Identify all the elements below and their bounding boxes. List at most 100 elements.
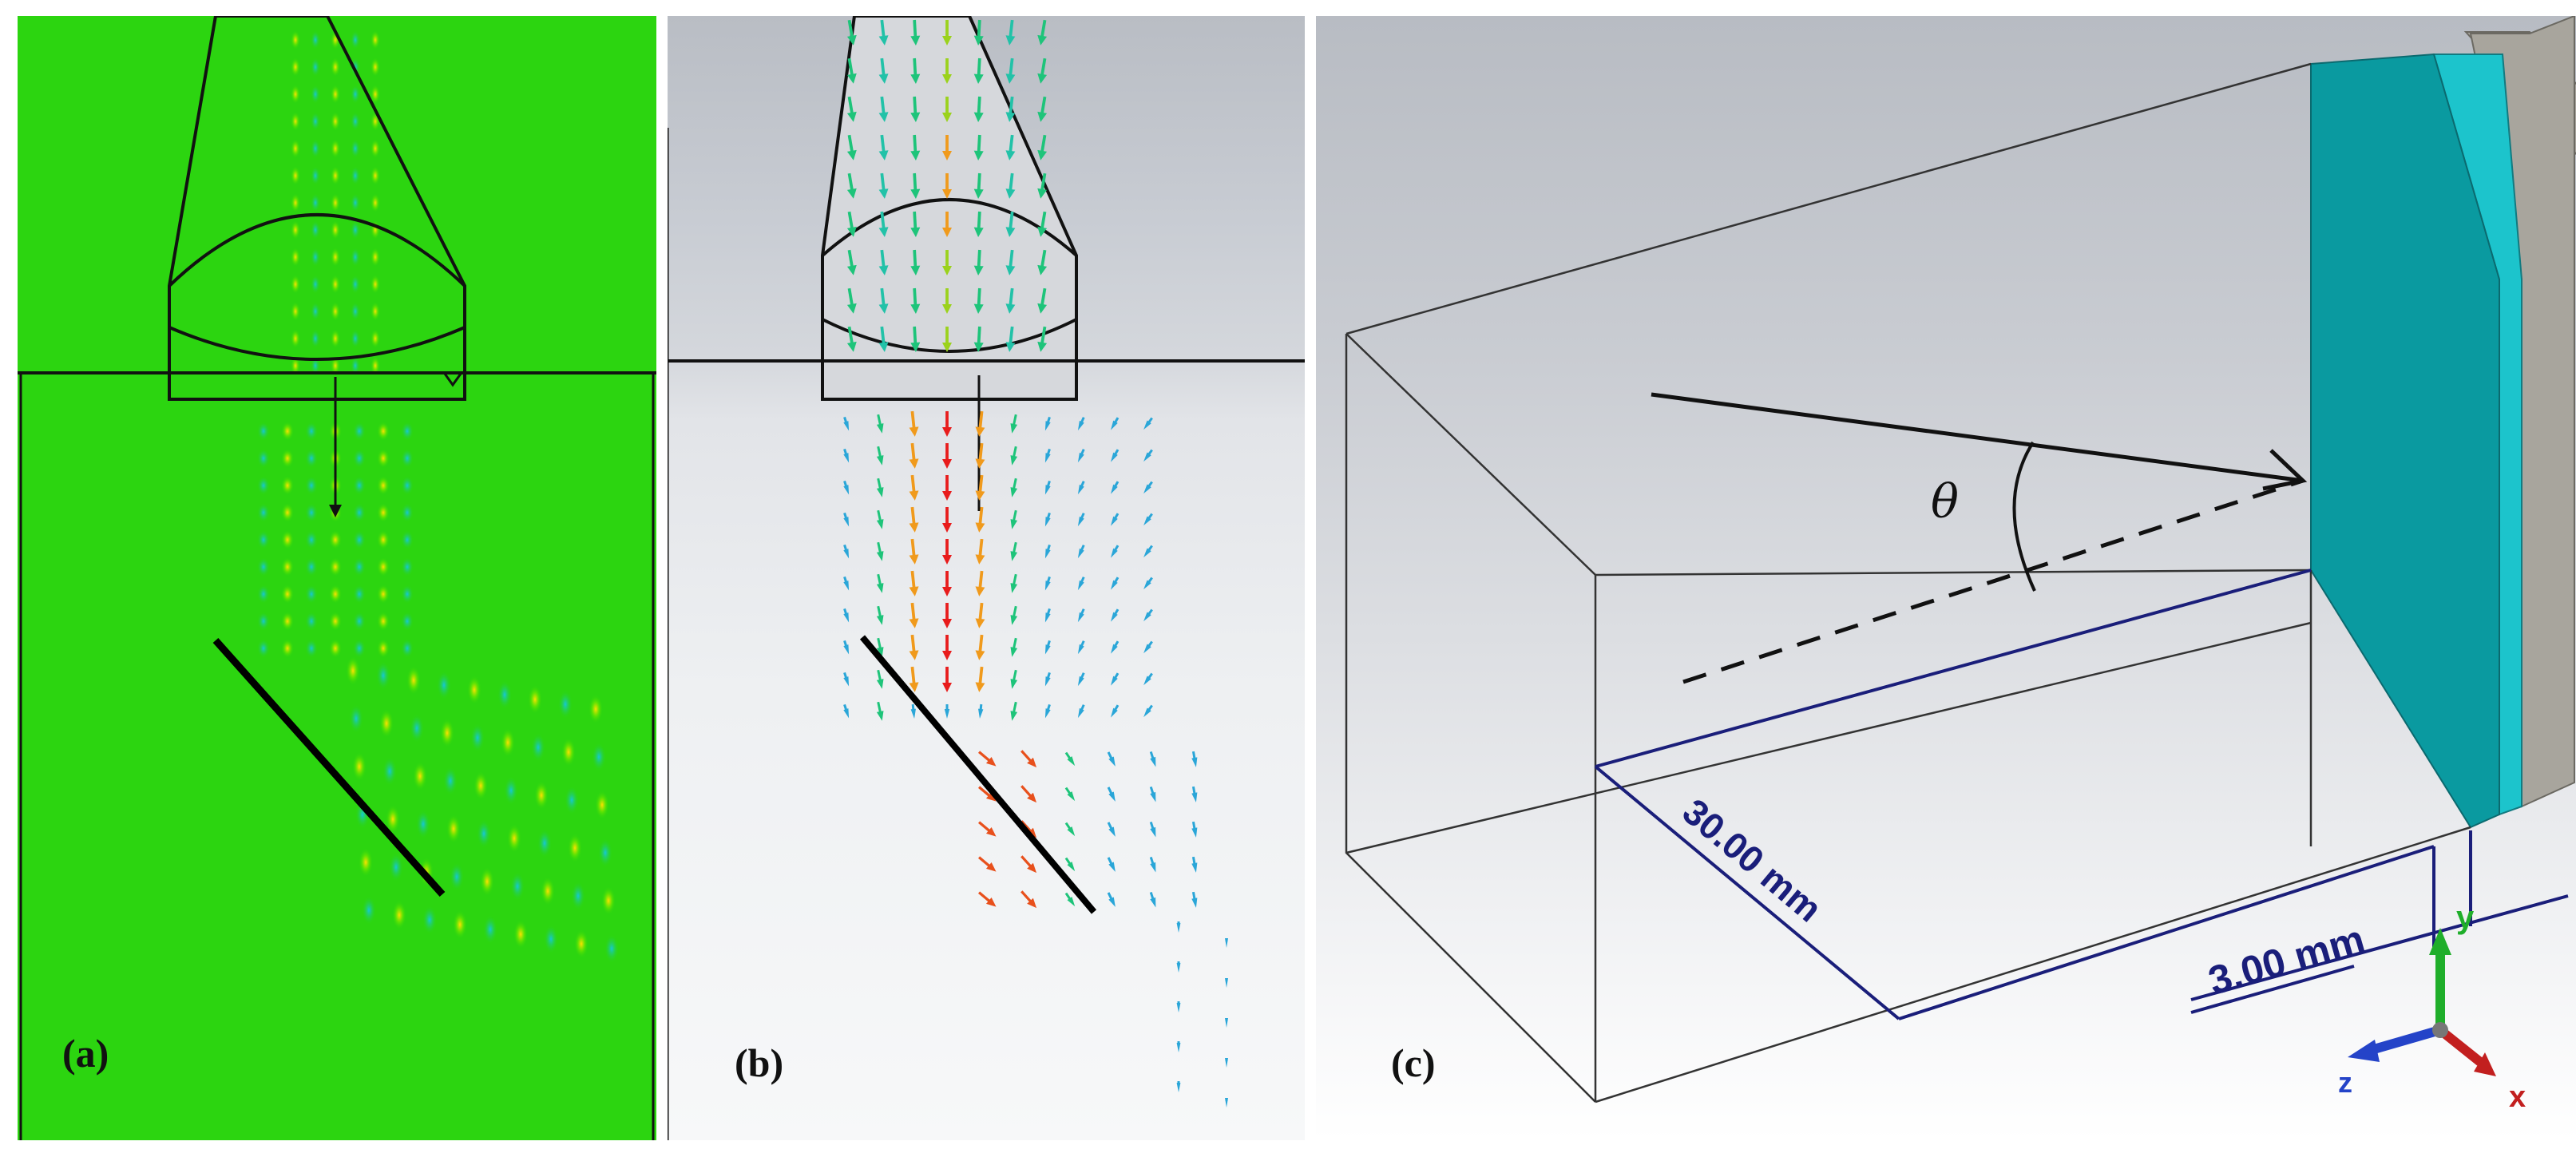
vector-arrow [1044,608,1051,623]
vector-arrow [1111,545,1120,558]
vector-arrow [1077,577,1085,591]
vector-arrow [1077,608,1085,623]
vector-arrow [1111,449,1120,462]
field-ripple [353,449,366,468]
field-ripple [353,557,366,577]
field-ripple [291,112,300,131]
vector-arrow [876,573,884,593]
simulation-box-wireframe [1345,62,2471,1104]
vector-arrow [942,667,952,692]
panel-c-svg: θ 30.00 mm 3.00 mm y z x [1345,16,2576,1114]
vector-arrow [1044,448,1051,463]
vector-arrow [1143,545,1153,558]
vector-arrow [1077,640,1085,655]
vector-arrow [1111,513,1120,526]
vector-arrow [1107,822,1116,837]
field-ripple [311,112,320,131]
vector-arrow [843,640,850,655]
panel-c-geometry: θ 30.00 mm 3.00 mm y z x (c) [1316,16,2576,1140]
vector-arrow [942,58,952,84]
vector-arrow [1005,19,1016,46]
vector-arrow [975,634,985,660]
vector-arrow [1077,704,1085,719]
vector-arrow [1037,249,1048,275]
panel-b-vector-plot: (b) [668,16,1305,1140]
vector-arrow [942,250,952,275]
field-ripple [379,709,394,738]
field-ripple [331,57,340,77]
vector-arrow [1010,477,1018,497]
vector-arrow [1176,961,1181,973]
field-ripple [329,557,342,577]
field-ripple [305,422,318,441]
field-ripple [351,329,360,348]
vector-arrow [1191,856,1198,873]
field-ripple [311,139,320,158]
vector-arrow [1077,417,1085,431]
field-ripple [281,612,294,631]
field-ripple [565,786,579,814]
vector-arrow [975,602,985,628]
vector-arrow [1064,857,1076,872]
field-ripple [281,639,294,658]
field-ripple [401,503,414,522]
horn-body [821,16,1078,401]
field-ripple [440,719,454,747]
vector-arrow [1020,750,1037,768]
vector-arrow [1225,1058,1228,1068]
vector-arrow [1044,703,1051,719]
vector-arrow [973,57,984,84]
field-ripple [349,704,363,733]
vector-arrow [843,416,850,431]
vector-arrow [909,570,919,596]
field-ripple [331,220,340,240]
vector-arrow [1191,751,1198,767]
field-ripple [329,584,342,604]
vector-arrow [975,666,985,692]
field-ripple [291,302,300,321]
field-ripple [353,639,366,658]
vector-arrow [876,446,884,466]
field-ripple [453,910,467,939]
field-ripple [291,220,300,240]
field-ripple [377,584,390,604]
vector-arrow [843,448,850,463]
field-ripple [371,275,380,294]
field-ripple [422,905,437,934]
field-ripple [371,30,380,50]
vector-arrow [843,544,850,559]
vector-arrow [942,288,952,314]
field-ripple [305,639,318,658]
field-ripple [331,166,340,185]
vector-arrow [1064,787,1076,802]
field-ripple [371,302,380,321]
vector-arrow [1149,751,1156,767]
vector-arrow [942,539,952,565]
vector-arrow [975,570,985,596]
vector-arrow [910,57,921,84]
field-ripple [346,656,360,685]
vector-arrow [909,602,919,628]
vector-arrow [1037,96,1048,122]
field-ripple [401,557,414,577]
field-ripple [359,848,373,877]
vector-arrow [1044,640,1051,655]
field-ripple [281,557,294,577]
field-ripple [377,612,390,631]
vector-arrow [1077,449,1085,463]
field-ripple [497,680,512,709]
vector-arrow [1111,481,1120,494]
vector-arrow [942,327,952,352]
vector-arrow [1149,786,1156,802]
vector-arrow [942,635,952,660]
field-ripple [377,503,390,522]
vector-arrow [942,173,952,199]
vector-arrow [1225,978,1228,988]
vector-arrow [1020,820,1037,838]
vector-arrow [1191,821,1198,838]
field-ripple [311,302,320,321]
field-ripple [353,584,366,604]
vector-arrow [1191,786,1198,802]
vector-arrow [878,326,889,352]
vector-arrow [1149,891,1156,908]
